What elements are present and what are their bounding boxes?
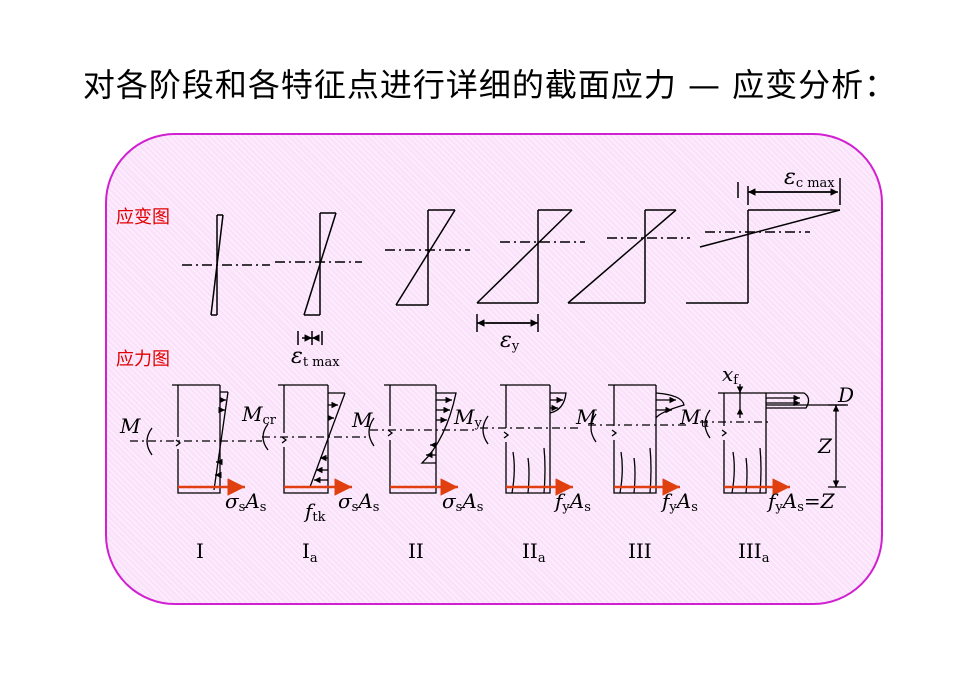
strain-diagrams bbox=[182, 178, 841, 345]
stress-section-5 bbox=[588, 384, 690, 494]
stage-label: IIIa bbox=[738, 539, 770, 566]
strain-profile-2 bbox=[297, 212, 337, 345]
stress-section-3 bbox=[368, 384, 476, 494]
eps-t-max-label: εt max bbox=[291, 344, 340, 370]
stress-diagrams bbox=[130, 384, 848, 494]
strain-profile-5 bbox=[567, 209, 677, 304]
stress-section-2 bbox=[262, 384, 370, 494]
moment-y-label: My bbox=[453, 405, 482, 431]
stress-section-1 bbox=[130, 384, 262, 494]
stage-label: IIa bbox=[522, 539, 546, 566]
sigma-s-as-label: σsAs bbox=[225, 489, 266, 515]
stress-diagram-label: 应力图 bbox=[116, 349, 170, 370]
stage-labels: I Ia II IIa III IIIa bbox=[196, 539, 770, 566]
moment-label: M bbox=[119, 414, 141, 438]
force-labels: σsAs ftk σsAs σsAs fyAs fyAs fyAs=Z bbox=[225, 489, 836, 525]
stage-label: I bbox=[196, 539, 204, 563]
d-label: D bbox=[837, 383, 854, 407]
strain-diagram-label: 应变图 bbox=[116, 207, 170, 228]
stress-section-6 bbox=[700, 384, 848, 494]
strain-profile-4 bbox=[476, 209, 573, 332]
strain-profile-3 bbox=[395, 209, 456, 306]
fy-as-label: fyAs bbox=[660, 489, 698, 515]
fy-as-z-label: fyAs=Z bbox=[766, 489, 836, 515]
diagram-panel bbox=[105, 133, 883, 605]
eps-y-label: εy bbox=[500, 328, 520, 354]
moment-label: M bbox=[351, 408, 373, 432]
stage-label: III bbox=[628, 539, 652, 563]
z-label: Z bbox=[817, 434, 833, 458]
sigma-s-as-label: σsAs bbox=[442, 489, 483, 515]
eps-c-max-label: εc max bbox=[784, 165, 835, 191]
page-title: 对各阶段和各特征点进行详细的截面应力 — 应变分析： bbox=[82, 66, 898, 104]
moment-cr-label: Mcr bbox=[241, 402, 277, 428]
stage-label: Ia bbox=[302, 539, 318, 566]
fy-as-label: fyAs bbox=[553, 489, 591, 515]
strain-profile-6 bbox=[686, 178, 841, 304]
stage-label: II bbox=[408, 539, 424, 563]
sigma-s-as-label: σsAs bbox=[338, 489, 379, 515]
stress-section-4 bbox=[480, 384, 578, 494]
strain-profile-1 bbox=[210, 214, 224, 316]
moment-u-label: Mu bbox=[679, 405, 709, 431]
xf-label: xf bbox=[722, 362, 739, 388]
moment-label: M bbox=[575, 405, 597, 429]
f-tk-label: ftk bbox=[303, 499, 326, 525]
moment-labels: M Mcr M My M Mu xf D Z bbox=[119, 362, 854, 458]
